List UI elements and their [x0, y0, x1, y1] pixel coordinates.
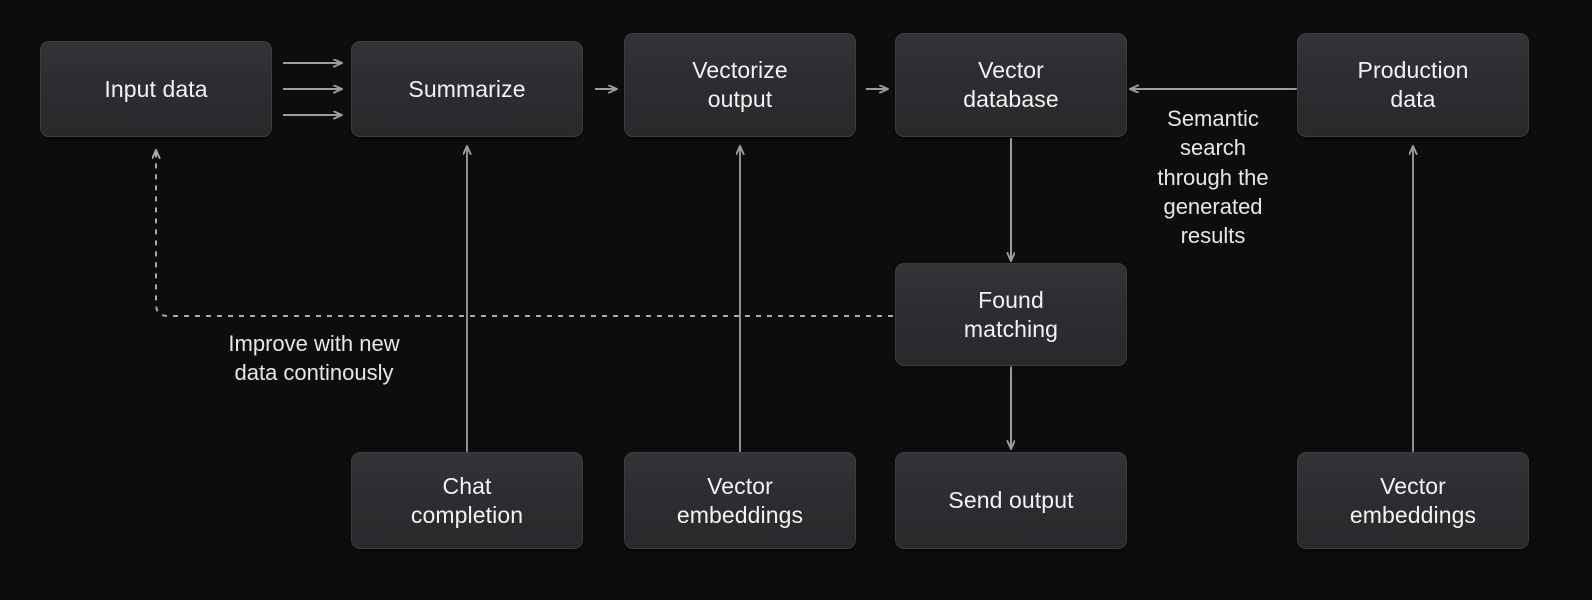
- node-vectorize-output-label: Vectorize output: [692, 57, 788, 112]
- node-send-output-label: Send output: [948, 487, 1074, 514]
- node-vector-embeddings-right-label: Vector embeddings: [1349, 472, 1477, 528]
- node-chat-completion-label: Chat completion: [410, 472, 524, 528]
- node-vector-embeddings-right[interactable]: Vector embeddings: [1297, 452, 1529, 549]
- node-chat-completion[interactable]: Chat completion: [351, 452, 583, 549]
- node-production-data[interactable]: Production data: [1297, 33, 1529, 137]
- edge-input-data-to-summarize: [283, 63, 342, 115]
- node-send-output[interactable]: Send output: [895, 452, 1127, 549]
- edge-found-matching-to-input-data-dashed: [156, 150, 893, 317]
- node-vector-database[interactable]: Vector database: [895, 33, 1127, 137]
- node-summarize-label: Summarize: [408, 75, 526, 102]
- node-found-matching-label: Found matching: [963, 286, 1059, 342]
- node-production-data-label: Production data: [1357, 57, 1469, 112]
- node-input-data-label: Input data: [104, 75, 208, 102]
- node-vectorize-output[interactable]: Vectorize output: [624, 33, 856, 137]
- node-input-data[interactable]: Input data: [40, 41, 272, 137]
- node-vector-embeddings-middle-label: Vector embeddings: [676, 472, 804, 528]
- node-found-matching[interactable]: Found matching: [895, 263, 1127, 366]
- edge-label-improve-loop: Improve with new data continously: [228, 331, 400, 386]
- edge-label-semantic-search: Semantic search through the generated re…: [1157, 106, 1269, 248]
- node-vector-embeddings-middle[interactable]: Vector embeddings: [624, 452, 856, 549]
- node-summarize[interactable]: Summarize: [351, 41, 583, 137]
- node-vector-database-label: Vector database: [963, 57, 1059, 112]
